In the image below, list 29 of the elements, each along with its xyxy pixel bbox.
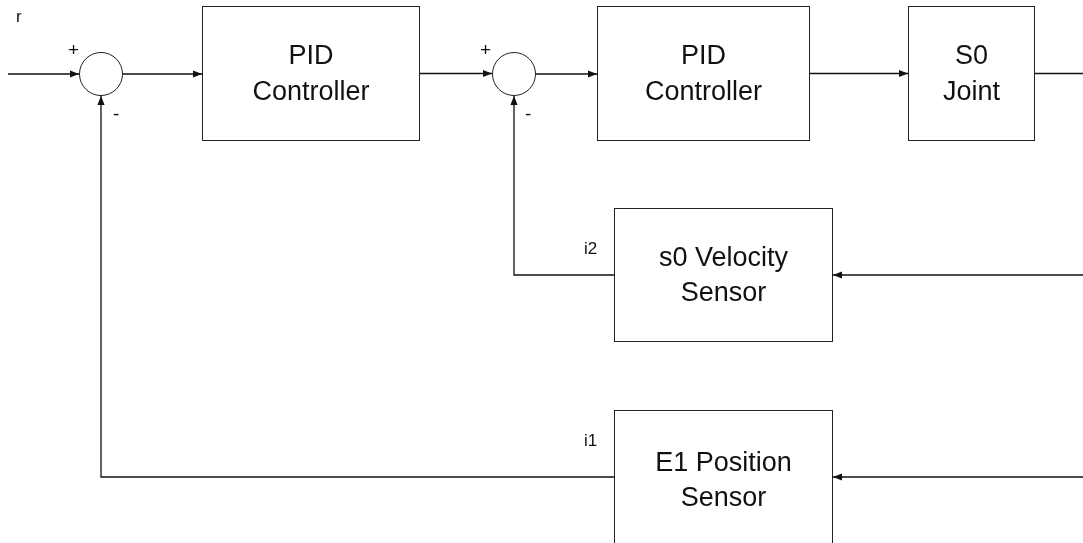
summing-junction bbox=[492, 52, 536, 96]
block-box bbox=[202, 6, 420, 141]
block-label: s0 Velocity Sensor bbox=[657, 240, 790, 309]
block-label: PID Controller bbox=[643, 39, 763, 108]
block-label: S0 Joint bbox=[941, 39, 1001, 108]
signal-label: i2 bbox=[584, 240, 598, 257]
sign-label: - bbox=[525, 104, 532, 123]
arrow bbox=[122, 70, 203, 78]
arrow bbox=[97, 95, 615, 478]
signal-line bbox=[1034, 72, 1083, 75]
arrow bbox=[7, 70, 80, 78]
sign-label: + bbox=[480, 40, 492, 59]
arrow bbox=[809, 69, 909, 78]
block-box bbox=[614, 410, 833, 543]
block-box bbox=[908, 6, 1035, 141]
summing-junction bbox=[79, 52, 123, 96]
arrow bbox=[510, 95, 615, 276]
block-label: PID Controller bbox=[251, 39, 371, 108]
block-box bbox=[614, 208, 833, 342]
arrow bbox=[832, 271, 1083, 279]
sign-label: + bbox=[68, 40, 80, 59]
block-label: E1 Position Sensor bbox=[654, 445, 793, 514]
arrow bbox=[419, 69, 493, 78]
signal-label: i1 bbox=[584, 432, 598, 449]
sign-label: - bbox=[113, 104, 120, 123]
arrow bbox=[832, 473, 1083, 481]
block-box bbox=[597, 6, 810, 141]
signal-label: r bbox=[16, 8, 22, 25]
arrow bbox=[535, 70, 598, 78]
